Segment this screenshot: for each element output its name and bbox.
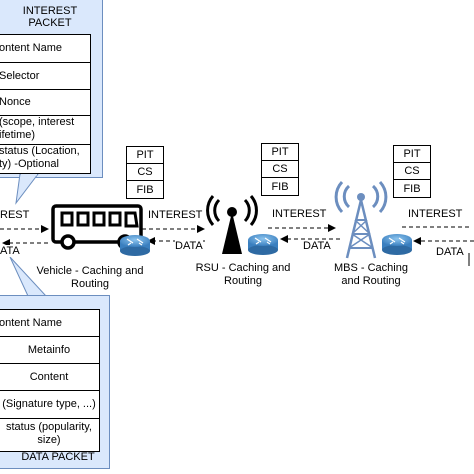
vehicle-ndn-tables: PIT CS FIB — [126, 146, 164, 199]
field-content-name: ontent Name — [0, 35, 90, 63]
cs-cell: CS — [262, 161, 298, 178]
rsu-label: RSU - Caching and Routing — [190, 262, 296, 288]
mbs-label-line2: and Routing — [341, 275, 401, 287]
data-label-4: DATA — [436, 246, 464, 258]
field-content: Content — [0, 364, 99, 391]
interest-packet-fields: ontent Name Selector Nonce (scope, inter… — [0, 34, 91, 174]
fib-cell: FIB — [136, 183, 154, 196]
rsu-antenna-icon — [206, 195, 258, 254]
mbs-router-icon — [382, 234, 412, 255]
rsu-label-line1: RSU - Caching and — [195, 262, 291, 274]
field-status-line2: ty) -Optional — [0, 157, 59, 170]
field-status-optional: status (Location, ty) -Optional — [0, 145, 90, 173]
field-nonce: Nonce — [0, 90, 90, 116]
field-content-name: ontent Name — [0, 310, 99, 337]
pit-cell: PIT — [394, 146, 430, 163]
field-scope-lifetime: (scope, interest ifetime) — [0, 116, 90, 145]
fib-cell: FIB — [271, 180, 289, 193]
cs-cell: CS — [127, 164, 163, 181]
pit-cell: PIT — [262, 144, 298, 161]
interest-label-3: INTEREST — [272, 208, 327, 220]
field-metainfo: Metainfo — [0, 337, 99, 364]
field-status: status (popularity, size) — [0, 419, 99, 451]
mbs-ndn-tables: PIT CS FIB — [393, 145, 431, 198]
field-status-line2: size) — [37, 433, 61, 446]
data-packet-fields: ontent Name Metainfo Content (Signature … — [0, 309, 100, 452]
rsu-ndn-tables: PIT CS FIB — [261, 143, 299, 196]
data-label-3: DATA — [303, 240, 331, 252]
field-status-line1: status (Location, — [0, 145, 80, 157]
field-signature: (Signature type, ...) — [0, 391, 99, 419]
vehicle-label: Vehicle - Caching and Routing — [30, 265, 150, 291]
interest-label-1: REST — [0, 209, 30, 221]
vehicle-label-line2: Routing — [71, 278, 109, 290]
mbs-label: MBS - Caching and Routing — [326, 262, 416, 288]
vehicle-router-icon — [120, 235, 150, 256]
field-scope-line1: (scope, interest — [0, 116, 75, 128]
field-selector: Selector — [0, 63, 90, 90]
data-label-2: DATA — [175, 240, 203, 252]
cs-cell: CS — [394, 163, 430, 180]
interest-label-4: INTEREST — [408, 208, 463, 220]
fib-cell: FIB — [403, 182, 421, 195]
vehicle-label-line1: Vehicle - Caching and — [36, 265, 144, 277]
mbs-tower-icon — [334, 180, 388, 259]
rsu-router-icon — [248, 234, 278, 255]
rsu-label-line2: Routing — [224, 275, 262, 287]
data-packet-title: DATA PACKET — [21, 451, 95, 463]
mbs-label-line1: MBS - Caching — [334, 262, 408, 274]
interest-packet-title: INTEREST PACKET — [22, 5, 78, 29]
interest-label-2: INTEREST — [148, 209, 203, 221]
data-label-1: ATA — [0, 245, 20, 257]
pit-cell: PIT — [127, 147, 163, 164]
field-scope-line2: ifetime) — [0, 128, 36, 141]
field-status-line1: status (popularity, — [5, 421, 92, 433]
